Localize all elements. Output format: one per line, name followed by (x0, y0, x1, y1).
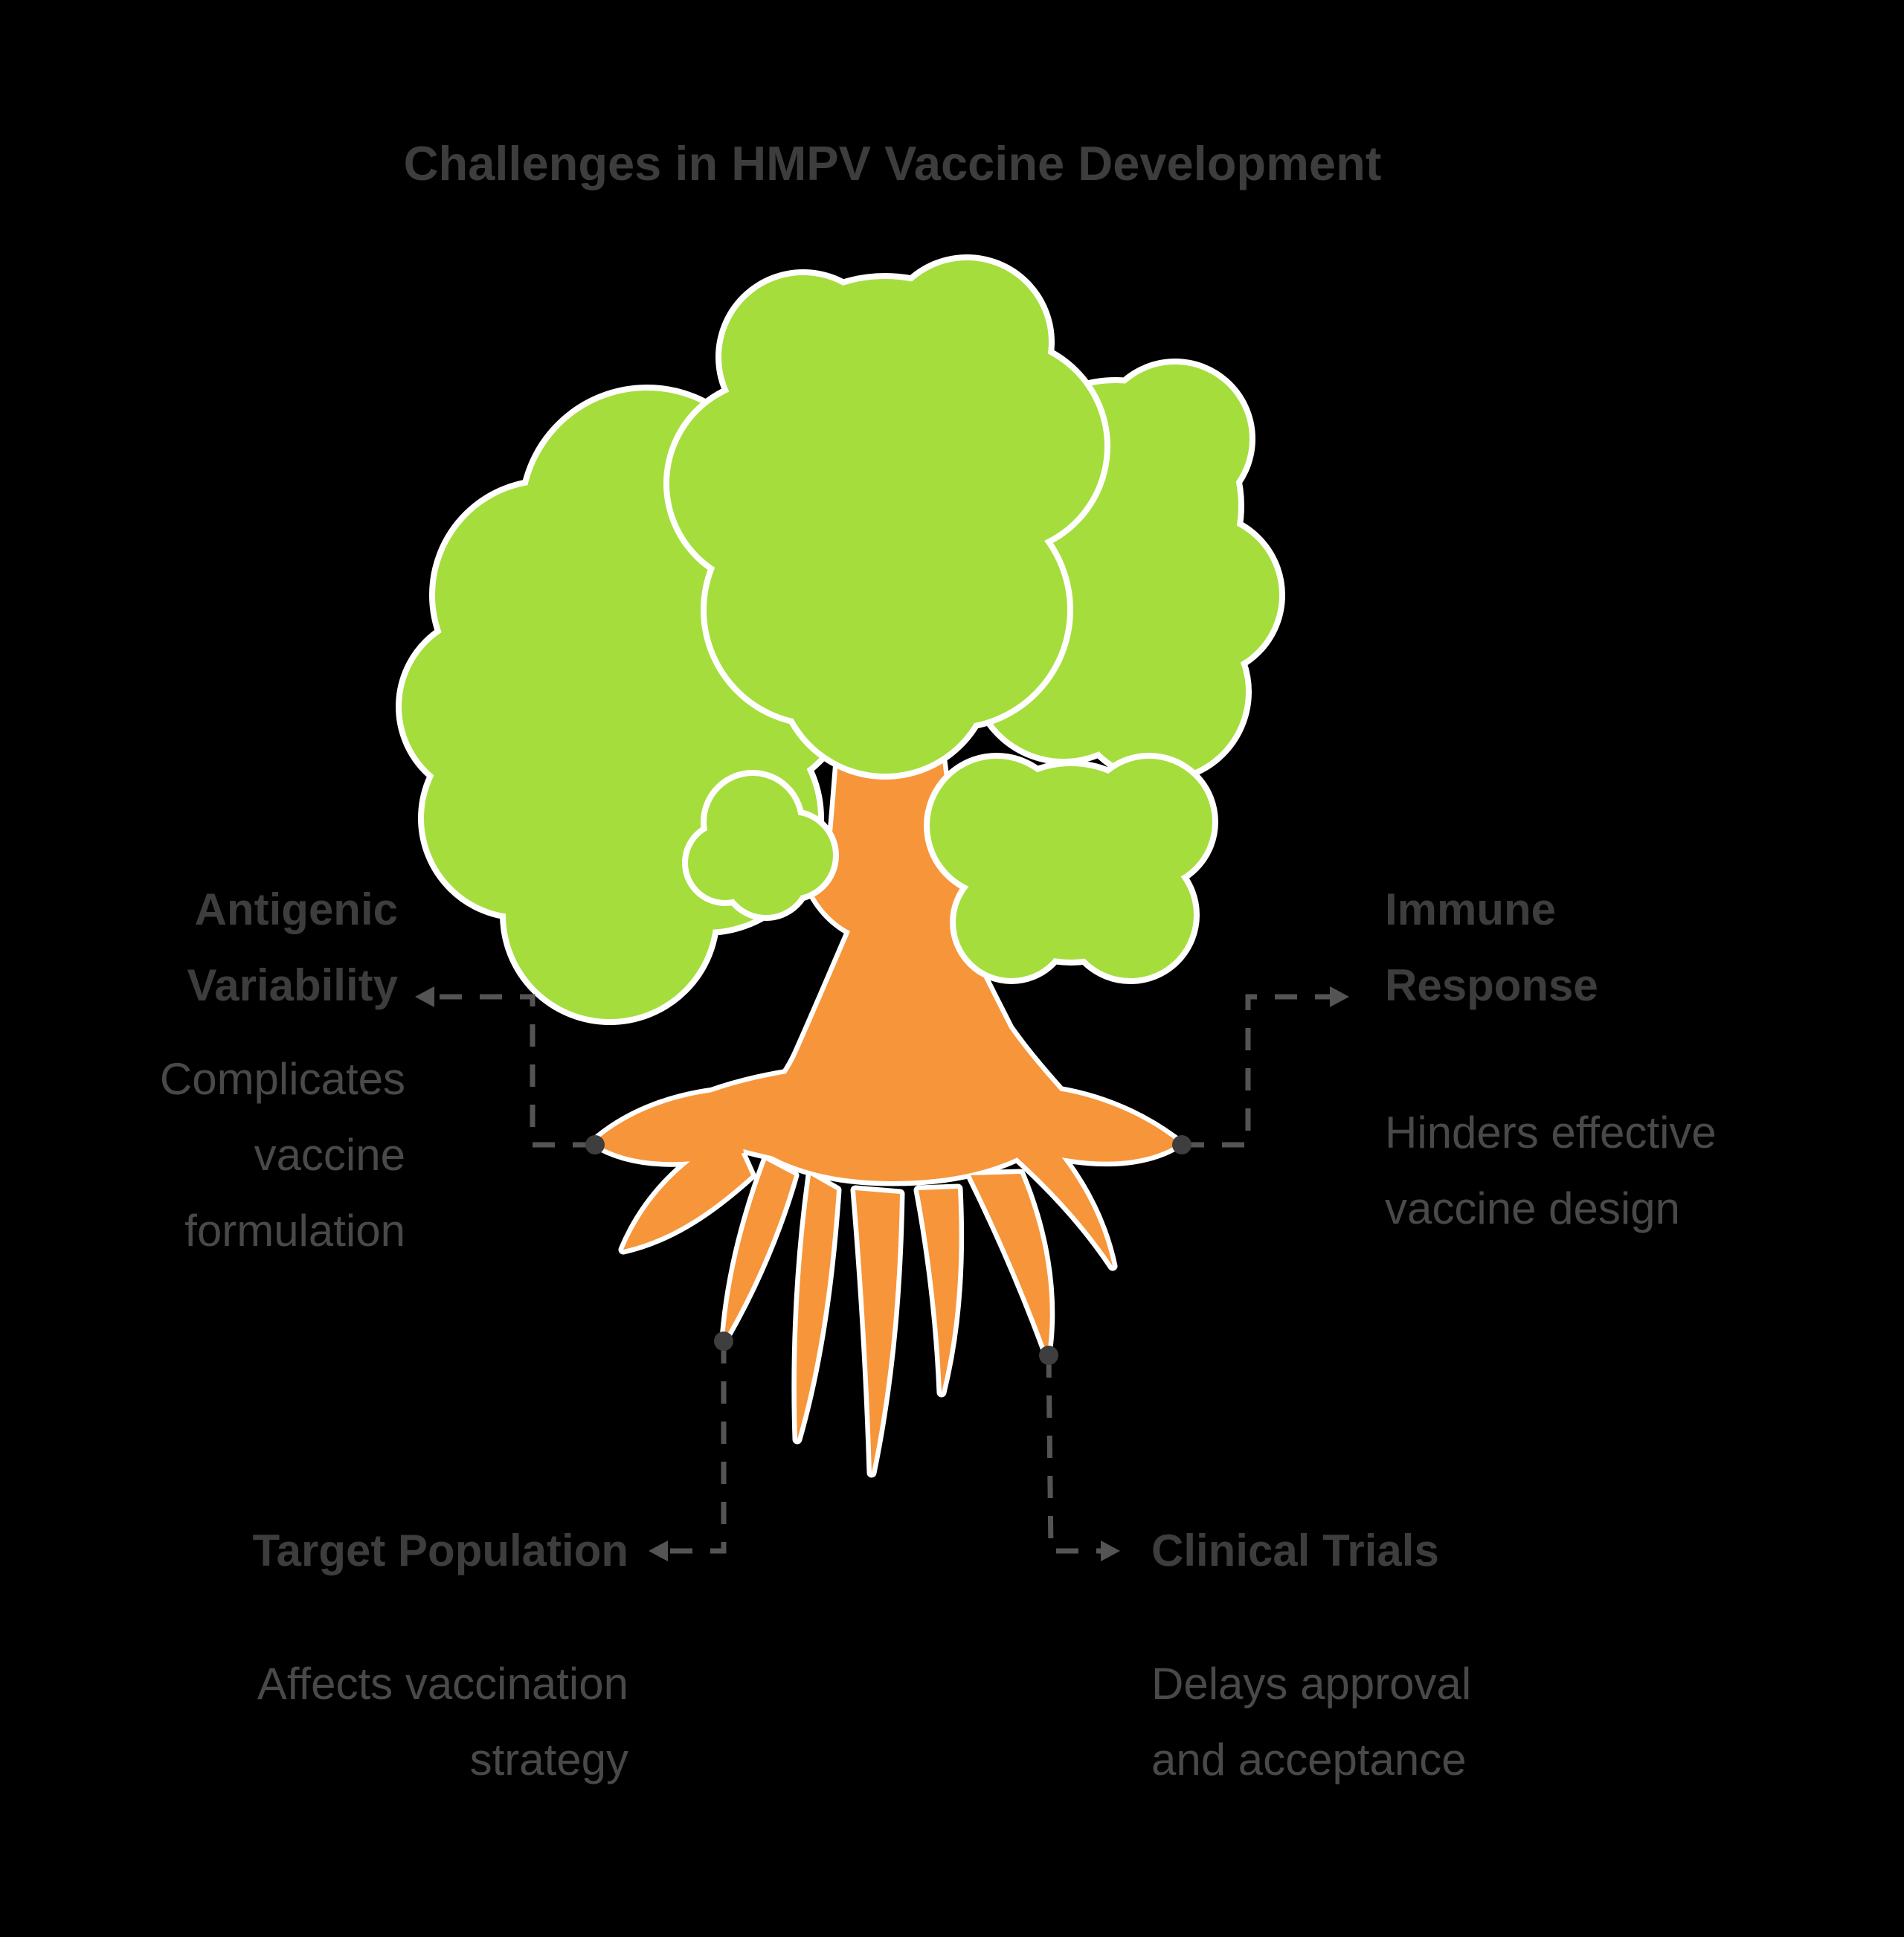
label-antigenic-variability-description: Complicates vaccine formulation (159, 1054, 405, 1256)
label-antigenic-variability-heading: Antigenic Variability (187, 884, 398, 1010)
connector-immune-response (1182, 994, 1330, 1148)
arrow-clinical-trials-icon (1101, 1541, 1120, 1561)
arrow-immune-response-icon (1330, 986, 1349, 1007)
label-immune-response-description: Hinders effective vaccine design (1385, 1108, 1717, 1233)
root-dot-clinical-trials (1039, 1346, 1058, 1365)
label-clinical-trials-description: Delays approval and acceptance (1151, 1659, 1472, 1785)
root-dot-target-population (714, 1332, 733, 1351)
connector-antigenic-variability (434, 994, 595, 1148)
label-target-population-heading: Target Population (252, 1526, 628, 1575)
connector-target-population (668, 1341, 727, 1554)
label-clinical-trials-heading: Clinical Trials (1151, 1526, 1439, 1575)
connector-clinical-trials (1046, 1355, 1101, 1554)
label-target-population-description: Affects vaccination strategy (257, 1659, 628, 1785)
arrow-target-population-icon (649, 1541, 668, 1561)
arrow-antigenic-variability-icon (415, 986, 434, 1007)
page-title: Challenges in HMPV Vaccine Development (403, 136, 1382, 190)
label-immune-response-heading: Immune Response (1385, 884, 1598, 1010)
root-dot-immune-response (1172, 1135, 1191, 1154)
root-dot-antigenic-variability (585, 1135, 605, 1154)
